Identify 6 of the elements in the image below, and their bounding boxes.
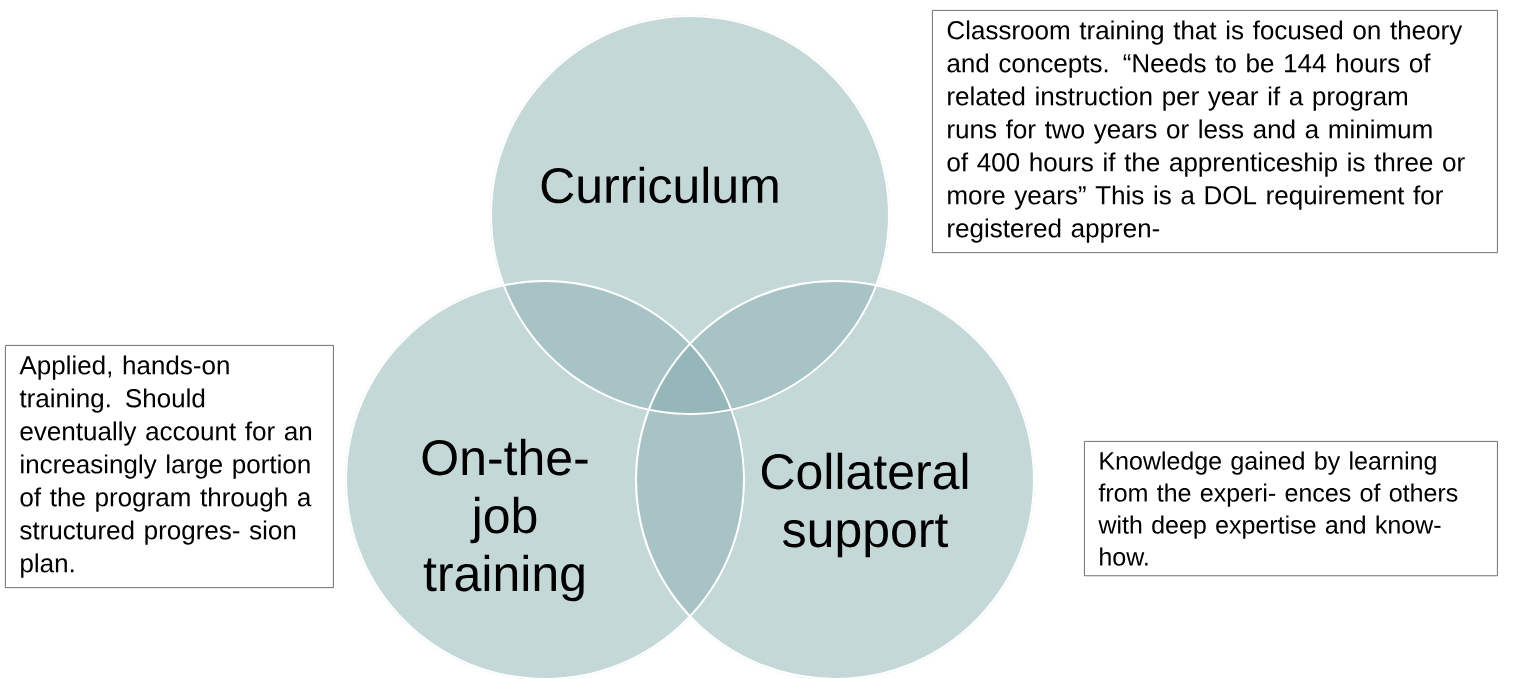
circle-label: Curriculum xyxy=(541,166,778,204)
circle-label: On-the- job training xyxy=(422,438,588,602)
text-box: Applied, hands-on training. Should eventually account for an increasingly large portion of the program through a structured progres- sion plan. xyxy=(5,345,334,589)
circle-label: Collateral support xyxy=(761,452,968,558)
text-box: Classroom training that is focused on theory and concepts. “Needs to be 144 hours of related instruction per year if a program runs for two years or less and a minimum of 400 hours if the apprenticeship is three or more years” This is a DOL requirement for registered appren- xyxy=(932,10,1498,254)
text-box: Knowledge gained by learning from the experi- ences of others with deep expertise and know-how. xyxy=(1084,441,1498,577)
